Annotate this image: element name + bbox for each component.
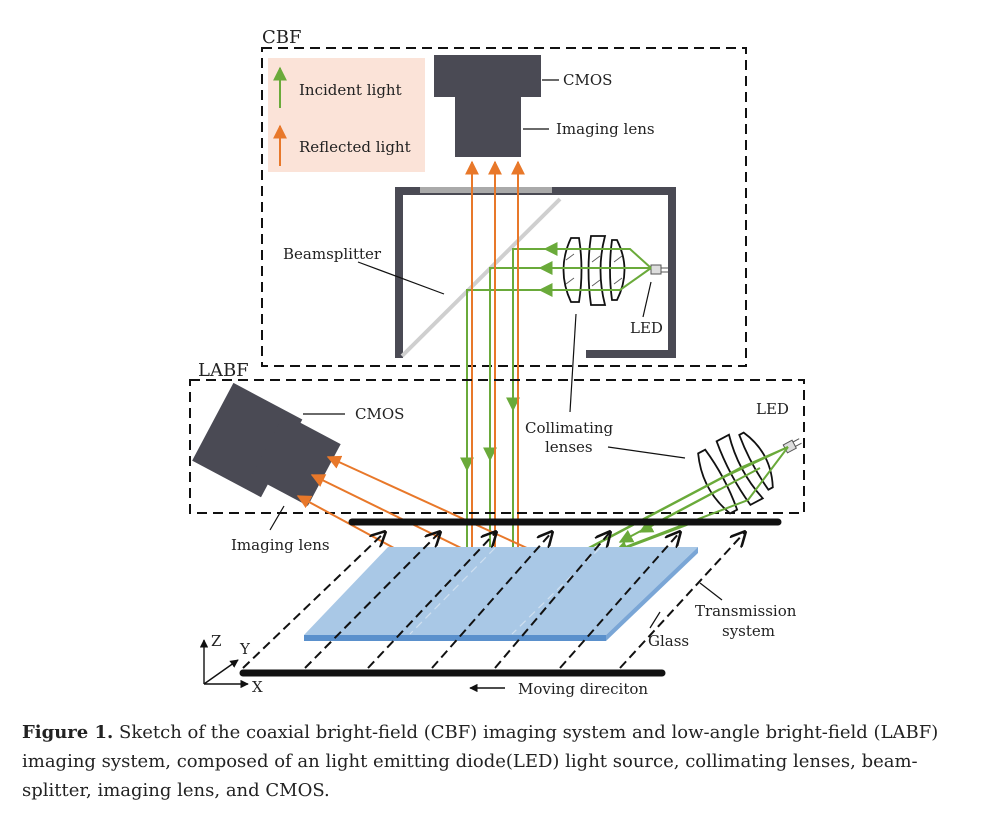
beamsplitter-plate [400, 197, 562, 358]
glass-label: Glass [648, 632, 689, 650]
cbf-box [261, 47, 747, 367]
axis-z-label: Z [211, 632, 221, 650]
collimating-lenses-cbf [562, 235, 626, 306]
cmos-top-label: CMOS [563, 71, 612, 89]
transmission-label-1: Transmission [695, 602, 797, 620]
collimating-label-1: Collimating [525, 419, 614, 437]
cmos-top [434, 55, 541, 97]
imaging-lens-top [455, 97, 521, 157]
cmos-labf-label: CMOS [355, 405, 404, 423]
legend-box [268, 58, 425, 172]
labf-box [189, 379, 805, 514]
incident-legend-label: Incident light [299, 81, 402, 99]
reflected-legend-label: Reflected light [299, 138, 411, 156]
imaging-lens-labf-label: Imaging lens [231, 536, 330, 554]
optical-system-diagram: CBF Incident light Reflected light CMOS … [189, 27, 805, 698]
transmission-rollers [242, 532, 745, 669]
led-top [650, 264, 668, 275]
transmission-label-2: system [722, 622, 775, 640]
axis-y-label: Y [239, 640, 251, 658]
imaging-lens-top-label: Imaging lens [556, 120, 655, 138]
caption-label: Figure 1. [22, 722, 114, 743]
moving-direction-label: Moving direciton [518, 680, 648, 698]
caption-text: Sketch of the coaxial bright-field (CBF)… [22, 722, 939, 801]
led-labf-label: LED [756, 400, 789, 418]
figure-caption: Figure 1. Sketch of the coaxial bright-f… [22, 718, 982, 805]
collimating-label-2: lenses [545, 438, 593, 456]
beamsplitter-label: Beamsplitter [283, 245, 382, 263]
led-top-label: LED [630, 319, 663, 337]
cbf-box-label: CBF [262, 27, 302, 48]
axis-x-label: X [252, 678, 263, 696]
labf-box-label: LABF [198, 360, 249, 381]
axes-icon [199, 639, 249, 689]
